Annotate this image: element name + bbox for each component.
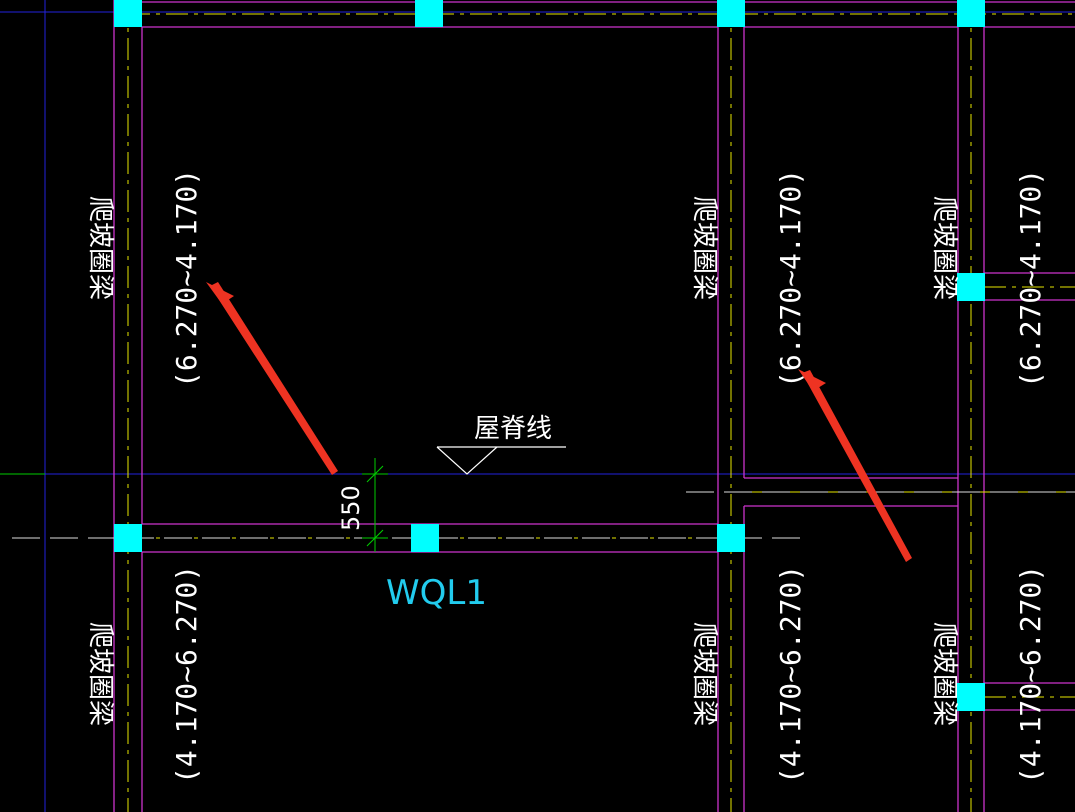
column <box>957 0 985 27</box>
beam-label-upper-left: 爬坡圈梁 <box>85 196 115 300</box>
arrow-icon <box>206 282 338 475</box>
beam-tag-wql1: WQL1 <box>386 573 487 613</box>
elevation-upper-left: (6.270~4.170) <box>170 169 203 388</box>
column <box>114 524 142 552</box>
ridge-line-label: 屋脊线 <box>474 414 552 444</box>
elevation-lower-right: (4.170~6.270) <box>1014 565 1047 784</box>
ridge-line-symbol <box>436 446 566 475</box>
column <box>717 524 745 552</box>
column <box>957 683 985 711</box>
beam-label-upper-middle: 爬坡圈梁 <box>689 196 719 300</box>
column <box>411 524 439 552</box>
beam-label-lower-right: 爬坡圈梁 <box>929 622 959 726</box>
elevation-lower-middle: (4.170~6.270) <box>774 565 807 784</box>
beam-label-upper-right: 爬坡圈梁 <box>929 196 959 300</box>
columns <box>114 0 985 711</box>
arrow-icon <box>798 369 912 562</box>
column <box>717 0 745 27</box>
white-dashed-axes <box>12 491 1075 539</box>
elevation-upper-right: (6.270~4.170) <box>1014 169 1047 388</box>
elevation-lower-left: (4.170~6.270) <box>170 565 203 784</box>
beam-label-lower-left: 爬坡圈梁 <box>85 622 115 726</box>
column <box>114 0 142 27</box>
column <box>957 273 985 301</box>
column <box>415 0 443 27</box>
dimension-line <box>362 458 388 552</box>
beam-label-lower-middle: 爬坡圈梁 <box>689 622 719 726</box>
dimension-value: 550 <box>337 485 365 531</box>
elevation-upper-middle: (6.270~4.170) <box>774 169 807 388</box>
